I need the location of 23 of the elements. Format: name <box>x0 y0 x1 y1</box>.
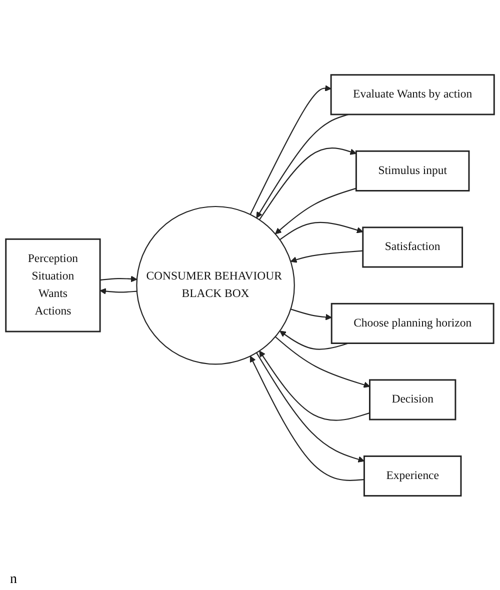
arrow <box>250 355 364 481</box>
node-box: Evaluate Wants by action <box>330 74 495 115</box>
node-box: Experience <box>363 455 462 496</box>
arrow <box>274 336 370 388</box>
node-box: Choose planning horizon <box>330 302 494 344</box>
node-circle: CONSUMER BEHAVIOUR BLACK BOX <box>136 206 295 364</box>
arrow <box>290 308 332 320</box>
arrow <box>275 187 356 234</box>
arrow <box>258 147 356 220</box>
arrow <box>280 222 364 240</box>
arrow <box>256 114 349 218</box>
node-box: Decision <box>369 378 456 420</box>
arrow <box>256 352 364 462</box>
arrow <box>100 275 138 282</box>
arrow <box>259 350 370 420</box>
arrow <box>280 330 349 350</box>
node-box: Satisfaction <box>362 226 464 268</box>
arrow <box>250 84 332 214</box>
arrow <box>100 288 137 294</box>
node-box: Perception Situation Wants Actions <box>5 238 101 332</box>
node-box: Stimulus input <box>355 150 470 192</box>
note-text: n <box>10 572 18 588</box>
arrow <box>290 250 363 262</box>
